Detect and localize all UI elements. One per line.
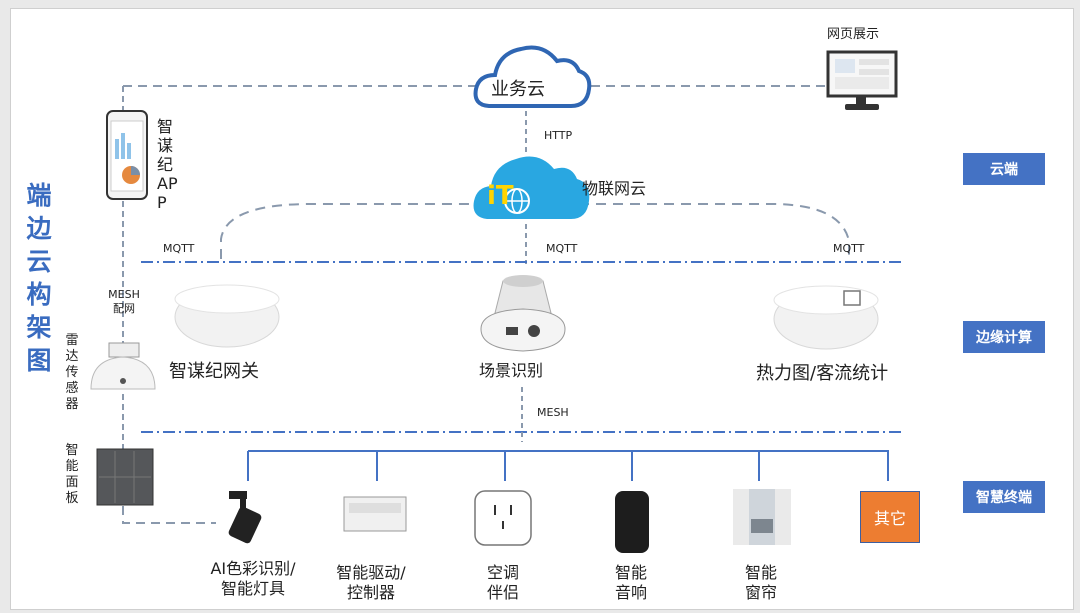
- panel-label: 智能面板: [65, 443, 79, 506]
- device-label-light: AI色彩识别/智能灯具: [210, 559, 296, 598]
- device-label-ac: 空调伴侣: [486, 563, 519, 602]
- mqtt-label-mid: MQTT: [546, 242, 578, 255]
- connector-layer: [90, 45, 903, 553]
- http-label: HTTP: [544, 129, 573, 142]
- layer-tag-cloud: 云端: [963, 153, 1045, 185]
- mqtt-label-right: MQTT: [833, 242, 865, 255]
- app-label: 智谋纪APP: [157, 117, 178, 212]
- iot-cloud-label: 物联网云: [582, 179, 647, 198]
- business-cloud-icon: [473, 45, 592, 108]
- diagram-canvas: 端边云构架图 业务云 物联网云 iT HTTP 网页展示 智谋纪APP MQTT…: [10, 8, 1074, 610]
- link-mqtt-right: [579, 203, 850, 259]
- layer-tag-edge: 边缘计算: [963, 321, 1045, 353]
- device-label-speaker: 智能音响: [614, 563, 647, 602]
- ac-companion-icon: [474, 490, 532, 546]
- heatmap-label: 热力图/客流统计: [756, 363, 889, 384]
- diagram-title: 端边云构架图: [26, 181, 52, 375]
- layer-tag-terminal: 智慧终端: [963, 481, 1045, 513]
- track-light-icon: [229, 491, 247, 499]
- smart-speaker-icon: [615, 491, 649, 553]
- iot-cloud-icon: [473, 156, 590, 219]
- mesh-label: MESH: [537, 406, 569, 419]
- scene-label: 场景识别: [479, 361, 544, 380]
- mesh-net-label: MESH配网: [108, 288, 140, 315]
- radar-label: 雷达传感器: [65, 333, 79, 412]
- gateway-label: 智谋纪网关: [169, 361, 259, 382]
- link-mqtt-left: [220, 203, 476, 259]
- web-display-label: 网页展示: [827, 27, 880, 42]
- radar-sensor-icon: [108, 342, 140, 358]
- device-label-driver: 智能驱动/控制器: [336, 563, 406, 602]
- iot-logo-text: iT: [487, 181, 514, 211]
- mqtt-label-left: MQTT: [163, 242, 195, 255]
- business-cloud-label: 业务云: [491, 79, 545, 100]
- device-other-box: 其它: [860, 491, 920, 543]
- driver-controller-icon: [343, 496, 407, 532]
- link-panel-light: [122, 506, 216, 524]
- device-label-curtain: 智能窗帘: [744, 563, 777, 602]
